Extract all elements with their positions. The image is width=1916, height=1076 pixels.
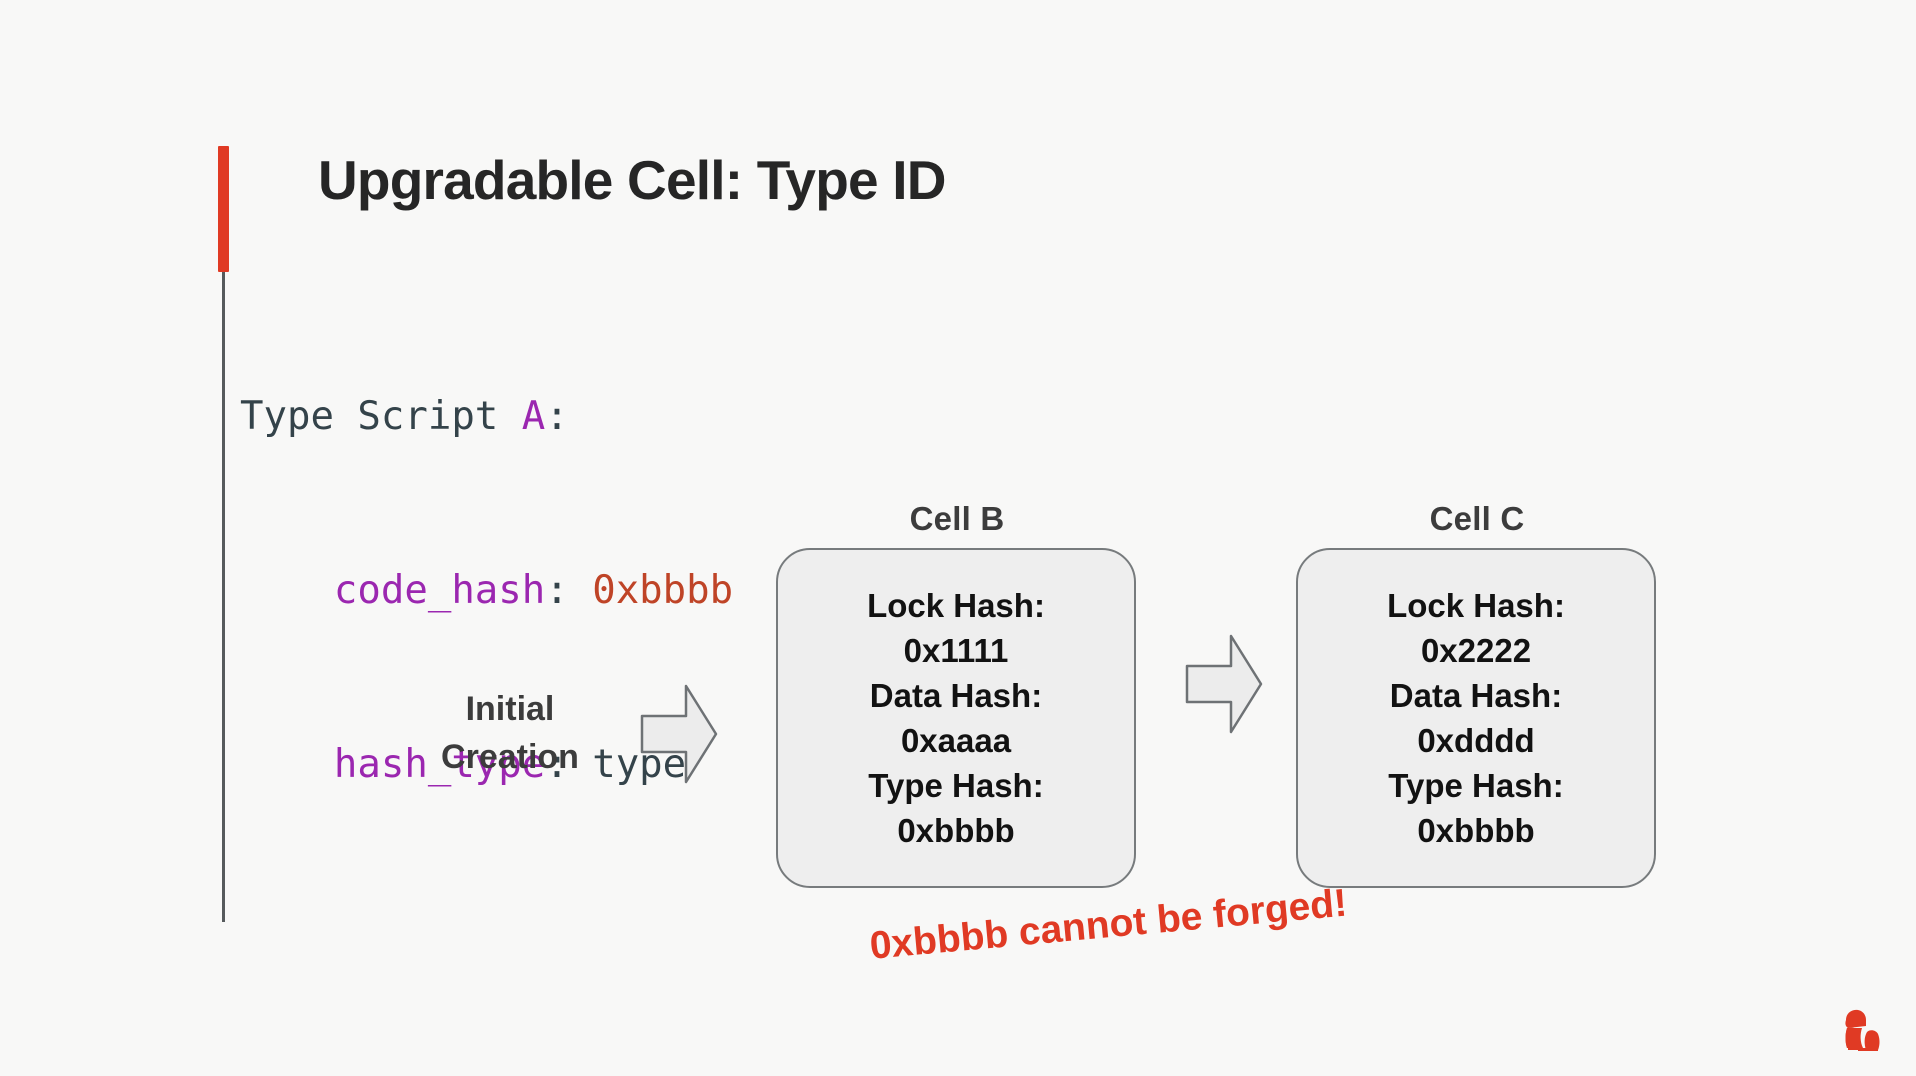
cell-group-c: Cell C Lock Hash: 0x2222 Data Hash: 0xdd… bbox=[1296, 500, 1658, 888]
code-line-1: Type Script A: bbox=[240, 388, 733, 446]
cell-b-data-hash-label: Data Hash: bbox=[869, 677, 1043, 714]
cell-c-type-hash-label: Type Hash: bbox=[1388, 767, 1564, 804]
flow-diagram: Initial Creation Cell B Lock Hash: 0x111… bbox=[0, 500, 1916, 920]
cell-group-b: Cell B Lock Hash: 0x1111 Data Hash: 0xaa… bbox=[776, 500, 1138, 888]
cell-b-data-hash-value: 0xaaaa bbox=[900, 722, 1012, 759]
step-label-line-1: Initial bbox=[465, 690, 555, 728]
arrow-right-icon bbox=[640, 680, 718, 788]
cell-title-c: Cell C bbox=[1429, 500, 1525, 537]
cell-box-c[interactable]: Lock Hash: 0x2222 Data Hash: 0xdddd Type… bbox=[1296, 548, 1656, 888]
step-label-initial-creation: Initial Creation bbox=[400, 685, 620, 781]
page-title: Upgradable Cell: Type ID bbox=[318, 149, 946, 211]
arrow-right-icon bbox=[1185, 630, 1263, 738]
code-token-identifier: A bbox=[521, 394, 546, 439]
code-token-key: code_hash bbox=[333, 568, 546, 613]
cell-c-data-hash-label: Data Hash: bbox=[1389, 677, 1563, 714]
code-token-value: 0xbbbb bbox=[592, 568, 734, 613]
cell-b-type-hash-value: 0xbbbb bbox=[897, 812, 1015, 849]
cell-c-lock-hash-value: 0x2222 bbox=[1420, 632, 1532, 669]
cell-b-lock-hash-label: Lock Hash: bbox=[867, 587, 1045, 624]
cell-box-b[interactable]: Lock Hash: 0x1111 Data Hash: 0xaaaa Type… bbox=[776, 548, 1136, 888]
cell-b-lock-hash-value: 0x1111 bbox=[903, 632, 1009, 669]
accent-bar bbox=[218, 146, 229, 272]
accent-vertical-line bbox=[222, 272, 225, 922]
cell-c-data-hash-value: 0xdddd bbox=[1417, 722, 1535, 759]
code-token-sep: : bbox=[545, 568, 593, 613]
code-token-key: hash_type bbox=[333, 742, 546, 787]
type-script-code-block: Type Script A: code_hash: 0xbbbb hash_ty… bbox=[240, 272, 733, 910]
nervos-gorilla-logo-icon bbox=[1836, 1004, 1890, 1058]
code-token-plain: Type Script bbox=[240, 394, 522, 439]
cell-b-type-hash-label: Type Hash: bbox=[868, 767, 1044, 804]
cell-c-lock-hash-label: Lock Hash: bbox=[1387, 587, 1565, 624]
code-line-2: code_hash: 0xbbbb bbox=[240, 562, 733, 620]
step-label-line-2: Creation bbox=[441, 738, 579, 776]
cell-c-type-hash-value: 0xbbbb bbox=[1417, 812, 1535, 849]
cell-title-b: Cell B bbox=[909, 500, 1005, 537]
code-token-punct: : bbox=[545, 394, 569, 439]
code-token-sep: : bbox=[545, 742, 593, 787]
